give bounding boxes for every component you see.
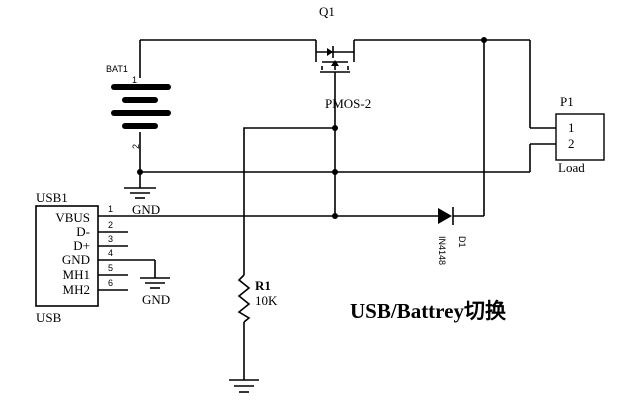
ground-bus: GND xyxy=(124,143,556,217)
usb-pin-mh2: MH2 xyxy=(63,282,90,297)
load-p1: P1 1 2 Load xyxy=(555,94,605,175)
r1-label: R1 xyxy=(255,278,271,293)
q1-label: Q1 xyxy=(319,4,335,19)
battery-bat1: BAT1 1 2 xyxy=(106,64,171,188)
usb-body xyxy=(35,205,99,307)
usb-num-3: 3 xyxy=(108,234,113,244)
diode-d1: D1 IN4148 xyxy=(332,207,484,265)
diagram-title: USB/Battrey切换 xyxy=(350,299,507,323)
bat-pin2: 2 xyxy=(131,144,141,149)
usb-pin-dp: D+ xyxy=(73,238,90,253)
gnd-label-usb: GND xyxy=(142,292,170,307)
usb-name-label: USB xyxy=(36,310,62,325)
gnd-label-battery: GND xyxy=(132,202,160,217)
pmos-label: PMOS-2 xyxy=(325,96,371,111)
usb-pin-mh1: MH1 xyxy=(63,267,90,282)
resistor-r1: R1 10K xyxy=(229,125,338,393)
pmos-q1-symbol: Q1 PMOS-2 xyxy=(315,4,371,216)
d1-label: D1 xyxy=(457,236,467,248)
usb-num-2: 2 xyxy=(108,220,113,230)
p1-pin1: 1 xyxy=(568,120,575,135)
usb-num-6: 6 xyxy=(108,278,113,288)
top-wires xyxy=(139,37,556,216)
diode-triangle xyxy=(438,208,452,224)
usb-num-1: 1 xyxy=(108,204,113,214)
load-box xyxy=(555,113,605,161)
zener-arrow xyxy=(327,48,333,56)
p1-pin2: 2 xyxy=(568,136,575,151)
d1-part: IN4148 xyxy=(437,236,447,265)
p1-label: P1 xyxy=(560,94,574,109)
usb-num-4: 4 xyxy=(108,248,113,258)
load-label: Load xyxy=(558,160,585,175)
usb-pin-vbus: VBUS xyxy=(55,210,90,225)
r1-value: 10K xyxy=(255,293,278,308)
usb-pin-dm: D- xyxy=(76,224,90,239)
usb-pin-gnd: GND xyxy=(62,252,90,267)
bat1-label: BAT1 xyxy=(106,64,128,74)
usb-num-5: 5 xyxy=(108,263,113,273)
usb-ref-label: USB1 xyxy=(36,190,68,205)
bat-pin1: 1 xyxy=(132,75,137,85)
usb-connector: USB1 USB VBUS D- D+ GND MH1 MH2 1 2 3 4 … xyxy=(35,190,438,325)
